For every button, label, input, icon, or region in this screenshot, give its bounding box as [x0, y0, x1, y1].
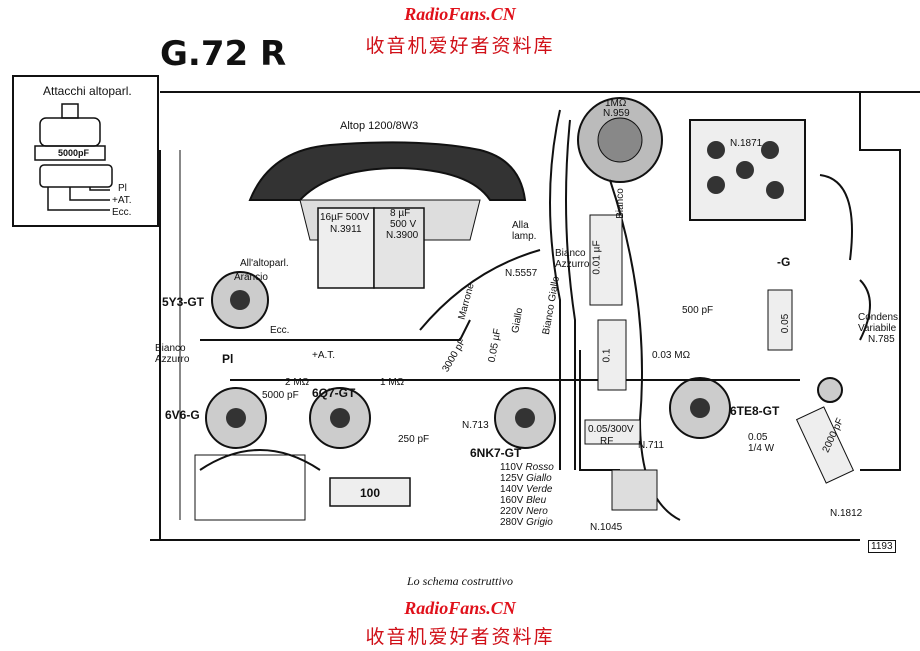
cap-cluster [194, 454, 306, 521]
block-part: N.1871 [730, 138, 763, 149]
label-n1045: N.1045 [590, 522, 623, 533]
cap-b-voltage: 500 V [390, 219, 417, 230]
label-bianco-mid: Bianco [555, 248, 586, 259]
label-1mohm: 1 MΩ [380, 377, 405, 388]
pot-part: N.959 [603, 108, 630, 119]
label-all-altoparl: All'altoparl. [240, 258, 289, 269]
electrolytic-cap-a [317, 207, 375, 289]
watermark-brand-top: RadioFans.CN [404, 4, 516, 24]
watermark-chinese-top: 收音机爱好者资料库 [365, 35, 555, 57]
watermark-chinese-bottom: 收音机爱好者资料库 [365, 626, 555, 648]
label-n713: N.713 [462, 420, 489, 431]
sheet-number: 1193 [868, 540, 896, 553]
label-005w: 0.05 [748, 432, 768, 443]
cap-b-value: 8 µF [390, 208, 411, 219]
cap-b-part: N.3900 [386, 230, 419, 241]
label-01: 0.1 [601, 348, 613, 363]
label-minus-g: -G [777, 255, 791, 269]
inset-terminal-pl: Pl [118, 183, 127, 194]
label-250pf: 250 pF [398, 434, 430, 445]
condens-label-1: Condens. [858, 312, 901, 323]
label-azzurro-mid: Azzurro [555, 259, 590, 270]
voltage-row: 110V Rosso [500, 462, 554, 473]
label-ecc: Ecc. [270, 325, 290, 336]
label-n5557: N.5557 [505, 268, 538, 279]
label-003mohm: 0.03 MΩ [652, 350, 691, 361]
label-5000pf: 5000 pF [262, 390, 299, 401]
cap-01 [597, 319, 627, 391]
condens-label-3: N.785 [868, 334, 895, 345]
label-azzurro-left: Azzurro [155, 354, 190, 365]
label-rf: RF [600, 436, 614, 447]
inset-terminal-at: +AT. [112, 195, 132, 206]
tube-label-6q7: 6Q7-GT [312, 386, 356, 400]
cap-a-value: 16µF 500V [320, 212, 370, 223]
electrolytic-cap-b [373, 207, 425, 289]
label-plus-at: +A.T. [312, 350, 336, 361]
label-500pf: 500 pF [682, 305, 714, 316]
resistor-100 [329, 477, 411, 507]
voltage-row: 160V Bleu [500, 495, 547, 506]
label-arancio: Arancio [234, 272, 268, 283]
label-100: 100 [360, 486, 381, 500]
diagram-caption: Lo schema costruttivo [407, 574, 513, 588]
cap-2000pf [795, 406, 855, 484]
condens-label-2: Variabile [858, 323, 897, 334]
label-005-300v: 0.05/300V [588, 424, 634, 435]
voltage-row: 280V Grigio [500, 517, 553, 528]
cap-a-part: N.3911 [330, 224, 362, 235]
voltage-tap-list: 110V Rosso 125V Giallo 140V Verde 160V B… [500, 462, 554, 528]
tube-label-6te8: 6TE8-GT [730, 404, 780, 418]
inset-frame [12, 75, 159, 227]
label-1-4w: 1/4 W [748, 443, 775, 454]
voltage-selector [611, 469, 658, 511]
pot-value: 1MΩ [605, 98, 627, 109]
lamp-label-2: lamp. [512, 231, 537, 242]
tube-label-5y3: 5Y3-GT [162, 295, 205, 309]
inset-title: Attacchi altoparl. [43, 84, 132, 98]
label-pl: Pl [222, 352, 234, 366]
tube-label-6nk7: 6NK7-GT [470, 446, 522, 460]
cap-001 [589, 214, 623, 306]
label-bianco: Bianco [614, 188, 626, 219]
label-005-b: 0.05 [780, 313, 792, 334]
label-2mohm: 2 MΩ [285, 377, 310, 388]
voltage-row: 140V Verde [500, 484, 553, 495]
voltage-row: 220V Nero [500, 506, 548, 517]
voltage-row: 125V Giallo [500, 473, 552, 484]
inset-terminal-ecc: Ecc. [112, 207, 132, 218]
label-001uf: 0.01 µF [591, 240, 603, 275]
cap-005-b [767, 289, 793, 351]
watermark-brand-bottom: RadioFans.CN [404, 598, 516, 618]
label-n711: N.711 [638, 440, 664, 451]
tube-label-6v6: 6V6-G [165, 408, 200, 422]
speaker-label: Altop 1200/8W3 [340, 120, 419, 132]
inset-cap: 5000pF [58, 148, 90, 158]
model-title: G.72 R [160, 34, 287, 74]
cap-005-300v [584, 419, 641, 445]
lamp-label-1: Alla [512, 220, 529, 231]
label-n1812: N.1812 [830, 508, 863, 519]
speaker-shape [248, 141, 527, 201]
label-bianco-left: Bianco [155, 343, 186, 354]
trimmer [817, 377, 843, 403]
